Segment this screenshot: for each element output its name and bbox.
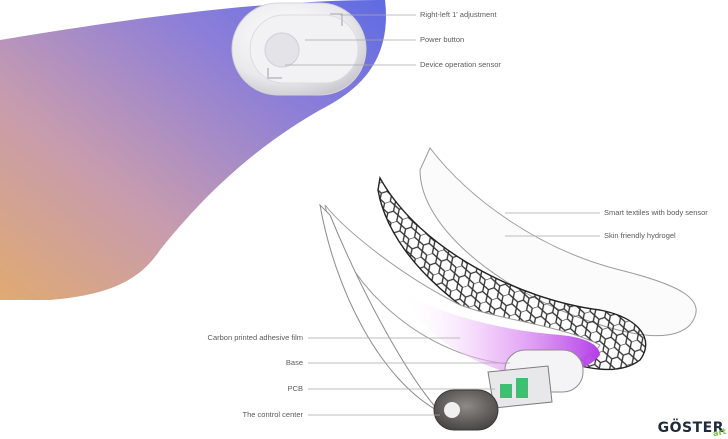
label-control-center: The control center bbox=[242, 410, 303, 419]
label-skin-hydrogel: Skin friendly hydrogel bbox=[604, 231, 676, 240]
label-right-left-adjustment: Right-left 1' adjustment bbox=[420, 10, 497, 19]
label-smart-textiles: Smart textiles with body sensor bbox=[604, 208, 708, 217]
label-power-button: Power button bbox=[420, 35, 465, 44]
control-center-module bbox=[433, 389, 499, 431]
right-leader-lines bbox=[505, 212, 600, 237]
pcb-module bbox=[487, 365, 553, 409]
power-button-module bbox=[231, 2, 367, 96]
adhesive-film-layer bbox=[324, 204, 601, 367]
label-base: Base bbox=[285, 358, 303, 367]
left-leader-lines bbox=[308, 337, 510, 416]
hydrogel-layer bbox=[419, 147, 697, 337]
label-carbon-film: Carbon printed adhesive film bbox=[207, 333, 303, 342]
label-device-operation-sensor: Device operation sensor bbox=[420, 60, 501, 69]
label-pcb: PCB bbox=[287, 384, 303, 393]
top-leader-lines bbox=[285, 14, 416, 66]
smart-textile-layer bbox=[377, 175, 647, 371]
watermark-logo: GÖSTER bbox=[657, 420, 724, 436]
